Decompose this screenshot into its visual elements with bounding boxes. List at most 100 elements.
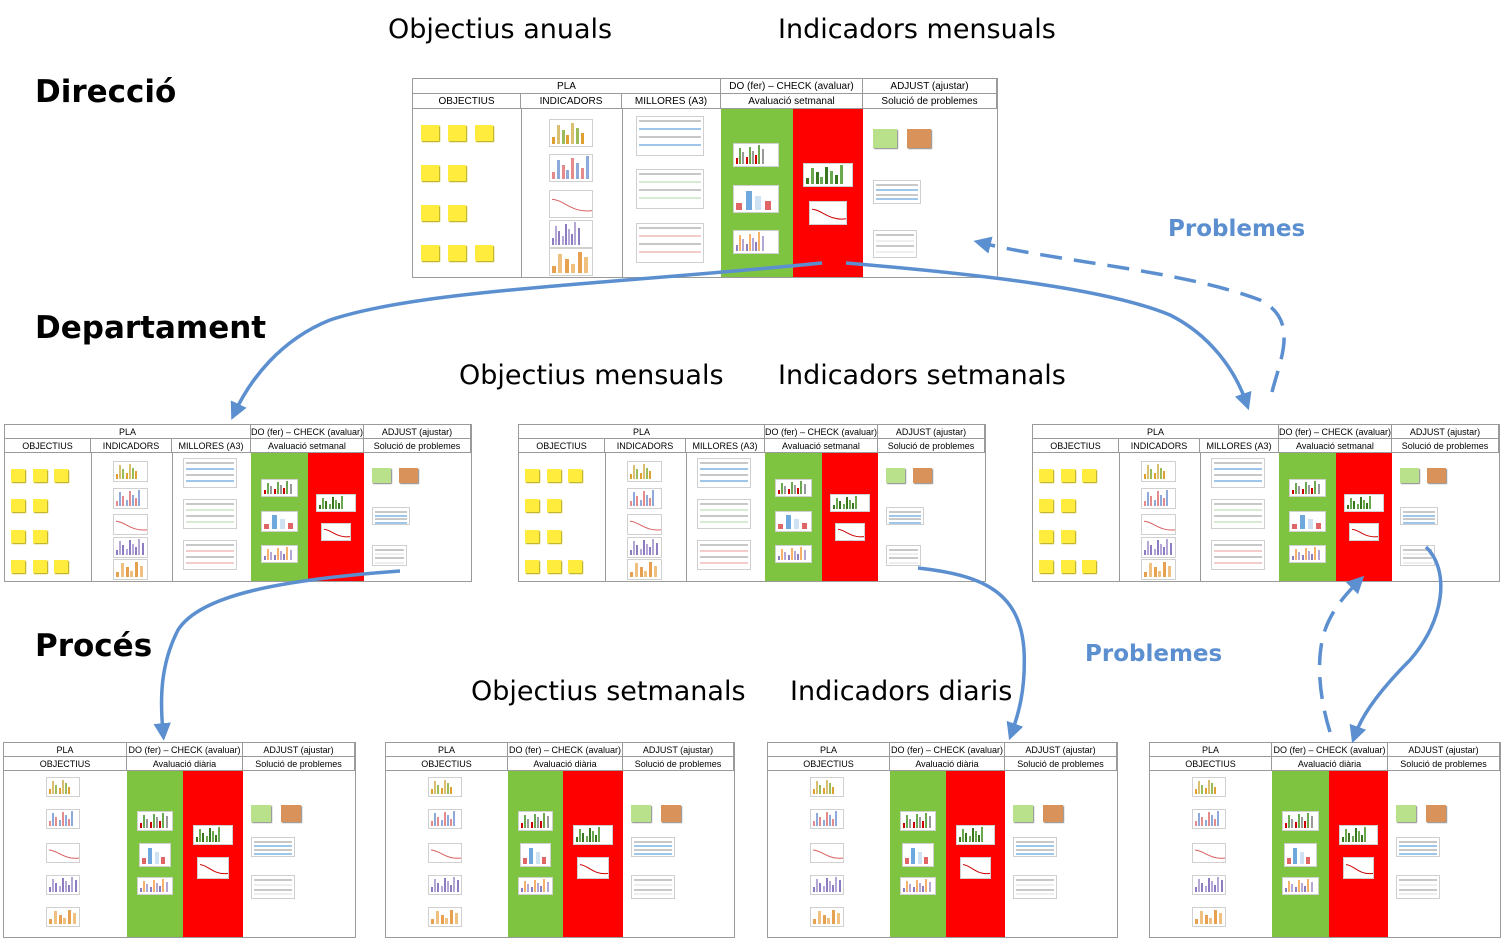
mini-chart-icon	[113, 559, 148, 580]
a3-document-icon	[631, 875, 675, 899]
mini-chart-icon	[803, 163, 853, 187]
sticky-note-icon	[33, 499, 47, 512]
header-adjust: ADJUST (ajustar)	[623, 743, 734, 757]
arrow-dept2-to-proces3	[917, 566, 1027, 741]
mini-chart-icon	[775, 511, 812, 532]
arrow-dept3-to-proces4	[1349, 545, 1443, 744]
mini-line-chart-icon	[549, 190, 593, 218]
a3-document-icon	[636, 223, 704, 263]
mini-line-chart-icon	[809, 201, 847, 225]
mini-line-chart-icon	[835, 523, 865, 541]
header-solucio: Solució de problemes	[623, 757, 734, 771]
mini-chart-icon	[1344, 494, 1384, 512]
mini-chart-icon	[775, 479, 812, 497]
a3-document-icon	[183, 540, 237, 570]
mini-chart-icon	[1192, 809, 1226, 829]
header-pla: PLA	[413, 79, 721, 94]
header-do-check: DO (fer) – CHECK (avaluar)	[508, 743, 623, 757]
check-red-area	[822, 453, 878, 581]
header-do-check: DO (fer) – CHECK (avaluar)	[251, 425, 364, 439]
sticky-note-icon	[525, 469, 539, 482]
a3-document-icon	[1211, 458, 1265, 488]
header-solucio: Solució de problemes	[1392, 439, 1499, 453]
header-millores: MILLORES (A3)	[1200, 439, 1279, 453]
header-objectius: OBJECTIUS	[413, 94, 521, 109]
header-solucio: Solució de problemes	[243, 757, 355, 771]
header-millores: MILLORES (A3)	[622, 94, 721, 109]
mini-line-chart-icon	[810, 843, 844, 863]
mini-chart-icon	[139, 843, 171, 867]
caption-indicadors-mensuals: Indicadors mensuals	[778, 14, 1056, 45]
sticky-note-icon	[568, 560, 582, 573]
mini-chart-icon	[428, 907, 462, 927]
sticky-note-icon	[475, 125, 493, 141]
mini-chart-icon	[733, 185, 779, 213]
mini-chart-icon	[1141, 488, 1176, 509]
sticky-note-icon	[11, 560, 25, 573]
a3-document-icon	[183, 499, 237, 529]
a3-document-icon	[631, 837, 675, 857]
header-adjust: ADJUST (ajustar)	[878, 425, 985, 439]
sticky-note-icon	[1039, 560, 1053, 573]
mini-line-chart-icon	[197, 857, 229, 879]
mini-chart-icon	[902, 843, 934, 867]
problem-note-icon	[399, 468, 418, 483]
problem-note-icon	[1426, 805, 1446, 822]
mini-chart-icon	[549, 154, 593, 182]
mini-line-chart-icon	[577, 857, 609, 879]
header-do-check: DO (fer) – CHECK (avaluar)	[1279, 425, 1392, 439]
mini-chart-icon	[520, 843, 551, 867]
mini-chart-icon	[113, 461, 148, 482]
mini-line-chart-icon	[1349, 523, 1379, 541]
header-adjust: ADJUST (ajustar)	[1388, 743, 1500, 757]
level-proces: Procés	[35, 628, 153, 664]
mini-chart-icon	[428, 777, 462, 797]
a3-document-icon	[1211, 540, 1265, 570]
problemes-label-bottom: Problemes	[1085, 641, 1223, 667]
mini-chart-icon	[627, 488, 662, 509]
sticky-note-icon	[33, 469, 47, 482]
header-solucio: Solució de problemes	[863, 94, 997, 109]
header-avaluacio-diaria: Avaluació diària	[890, 757, 1005, 771]
header-objectius: OBJECTIUS	[4, 757, 127, 771]
header-objectius: OBJECTIUS	[1033, 439, 1119, 453]
header-objectius: OBJECTIUS	[1150, 757, 1272, 771]
header-do-check: DO (fer) – CHECK (avaluar)	[127, 743, 243, 757]
arrow-direccio-to-dept1	[230, 261, 823, 420]
header-avaluacio-setmanal: Avaluació setmanal	[251, 439, 364, 453]
caption-objectius-anuals: Objectius anuals	[388, 14, 613, 45]
mini-chart-icon	[46, 809, 80, 829]
mini-chart-icon	[733, 230, 779, 254]
mini-line-chart-icon	[46, 843, 80, 863]
sticky-note-icon	[547, 530, 561, 543]
header-objectius: OBJECTIUS	[768, 757, 890, 771]
header-do-check: DO (fer) – CHECK (avaluar)	[1272, 743, 1388, 757]
sticky-note-icon	[448, 125, 466, 141]
check-red-area	[1336, 453, 1392, 581]
sticky-note-icon	[475, 245, 493, 261]
sticky-note-icon	[1082, 560, 1096, 573]
header-objectius: OBJECTIUS	[5, 439, 91, 453]
problem-note-icon	[1013, 805, 1033, 822]
arrow-proces4-problemes-up	[1317, 575, 1365, 733]
header-solucio: Solució de problemes	[364, 439, 471, 453]
mini-line-chart-icon	[960, 857, 991, 879]
sticky-note-icon	[33, 560, 47, 573]
mini-line-chart-icon	[321, 523, 351, 541]
check-red-area	[793, 109, 863, 277]
a3-document-icon	[636, 116, 704, 156]
mini-chart-icon	[810, 907, 844, 927]
problem-note-icon	[1427, 468, 1446, 483]
mini-chart-icon	[733, 143, 779, 167]
mini-line-chart-icon	[627, 514, 662, 535]
caption-indicadors-diaris: Indicadors diaris	[790, 676, 1013, 707]
mini-chart-icon	[137, 877, 173, 895]
mini-line-chart-icon	[1141, 514, 1176, 535]
sticky-note-icon	[547, 560, 561, 573]
sticky-note-icon	[525, 499, 539, 512]
sticky-note-icon	[1061, 530, 1075, 543]
